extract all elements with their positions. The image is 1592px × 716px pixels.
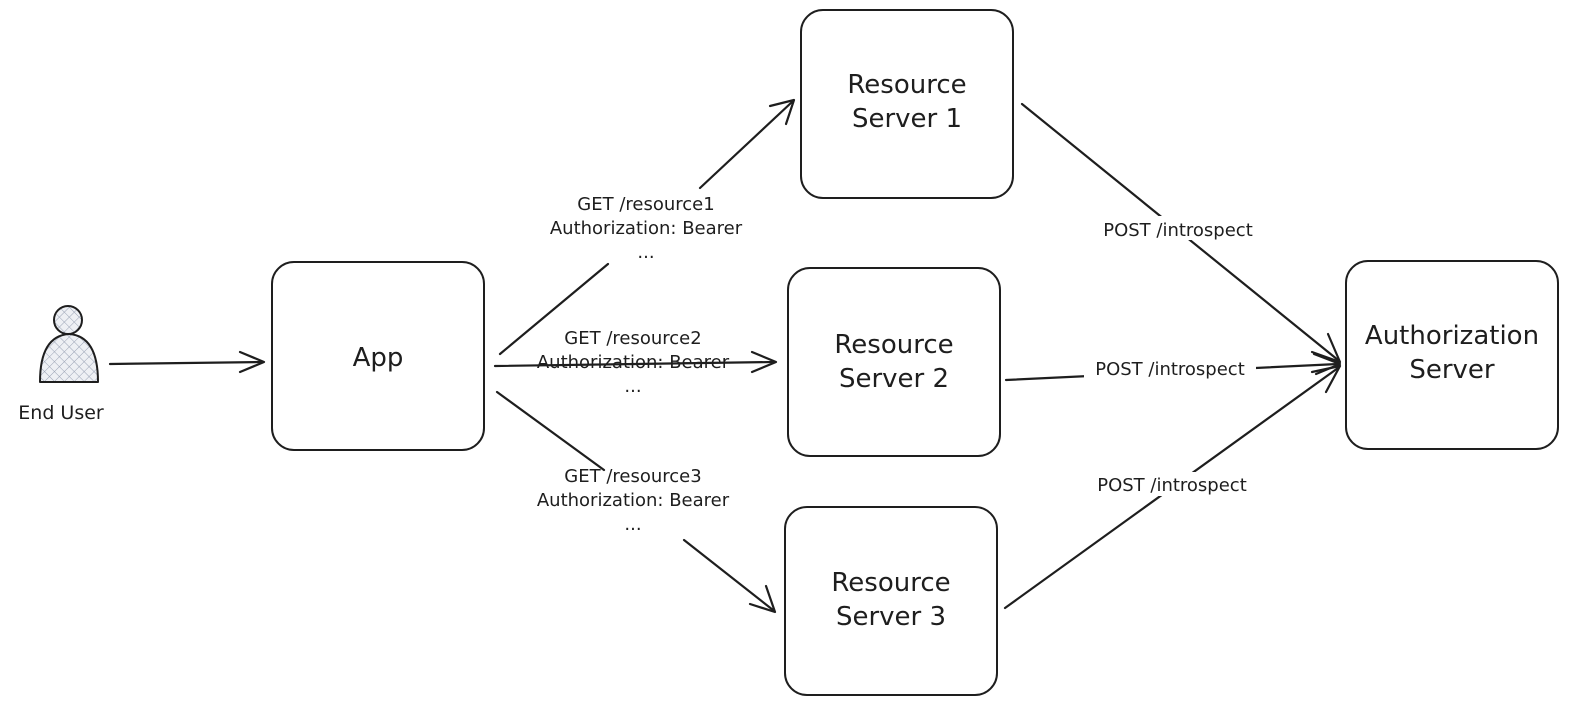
edge-app-to-rs1 <box>498 98 796 356</box>
rs3-auth-header: Authorization: Bearer <box>537 490 730 511</box>
auth-label-line2: Server <box>1409 355 1495 385</box>
rs1-introspect-label: POST /introspect <box>1103 220 1253 241</box>
edge-label-rs1-to-auth: POST /introspect <box>1092 216 1262 241</box>
resource-server-3-node: Resource Server 3 <box>784 506 998 696</box>
rs2-label-line2: Server 2 <box>839 364 949 394</box>
auth-label-line1: Authorization <box>1365 321 1539 351</box>
edge-label-app-to-rs3: GET /resource3 Authorization: Bearer ... <box>537 466 730 535</box>
person-icon <box>39 305 99 383</box>
edge-app-to-rs2 <box>493 350 778 374</box>
edge-label-app-to-rs2: GET /resource2 Authorization: Bearer ... <box>537 328 730 397</box>
rs1-ellipsis: ... <box>637 242 654 263</box>
resource-server-2-node: Resource Server 2 <box>787 267 1001 457</box>
rs3-introspect-label: POST /introspect <box>1097 475 1247 496</box>
rs2-ellipsis: ... <box>624 376 641 397</box>
rs3-label-line1: Resource <box>831 568 950 598</box>
rs1-label-line2: Server 1 <box>852 104 962 134</box>
edge-app-to-rs3 <box>495 390 777 614</box>
app-node: App <box>271 261 485 451</box>
rs1-request-line: GET /resource1 <box>577 194 714 215</box>
rs2-auth-header: Authorization: Bearer <box>537 352 730 373</box>
authorization-server-node: Authorization Server <box>1345 260 1559 450</box>
edge-label-rs2-to-auth: POST /introspect <box>1084 356 1256 380</box>
end-user-actor: End User <box>18 305 104 424</box>
rs3-ellipsis: ... <box>624 514 641 535</box>
end-user-label: End User <box>18 402 104 424</box>
edge-label-rs3-to-auth: POST /introspect <box>1086 472 1258 496</box>
edge-user-to-app <box>108 350 266 374</box>
rs2-label-line1: Resource <box>834 330 953 360</box>
edge-label-app-to-rs1: GET /resource1 Authorization: Bearer ... <box>550 194 743 263</box>
rs3-label-line2: Server 3 <box>836 602 946 632</box>
rs1-label-line1: Resource <box>847 70 966 100</box>
rs2-introspect-label: POST /introspect <box>1095 359 1245 380</box>
rs2-request-line: GET /resource2 <box>564 328 701 349</box>
rs3-request-line: GET /resource3 <box>564 466 701 487</box>
resource-server-1-node: Resource Server 1 <box>800 9 1014 199</box>
app-label: App <box>353 343 404 373</box>
rs1-auth-header: Authorization: Bearer <box>550 218 743 239</box>
